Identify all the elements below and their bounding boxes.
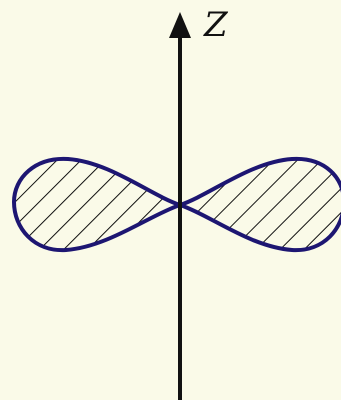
z-axis-label: Z [203, 5, 229, 45]
right-lobe [178, 156, 341, 253]
z-axis-arrowhead [169, 12, 191, 38]
left-lobe [12, 156, 182, 253]
